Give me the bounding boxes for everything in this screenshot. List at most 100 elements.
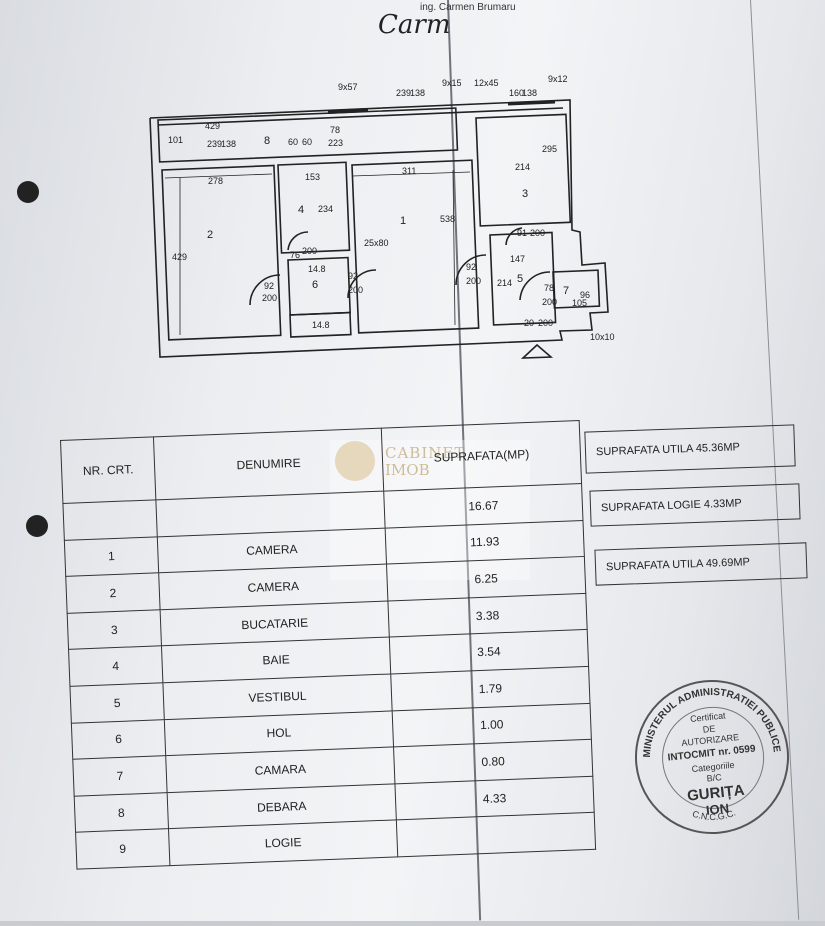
plan-outer-wall (149, 99, 609, 358)
plan-room-label: 3 (522, 188, 528, 200)
summary-logie: SUPRAFATA LOGIE 4.33MP (589, 483, 801, 527)
plan-dimension: 429 (172, 252, 187, 262)
plan-dimension: 223 (328, 138, 343, 148)
plan-dimension: 160 (509, 88, 524, 98)
plan-room-3 (475, 113, 572, 227)
plan-room-7 (552, 269, 601, 309)
authorization-stamp: MINISTERUL ADMINISTRATIEI PUBLICE C.N.C.… (627, 672, 797, 842)
plan-entry-arrow (520, 343, 554, 359)
plan-dimension: 138 (221, 139, 236, 149)
plan-room-label: 7 (563, 285, 569, 297)
plan-dimension: 200 (262, 293, 277, 303)
plan-dimension: 92 (348, 271, 358, 281)
plan-room-2 (161, 164, 282, 341)
plan-dimension: 311 (402, 166, 416, 176)
cell-nr: 3 (67, 609, 162, 650)
stamp-ring: MINISTERUL ADMINISTRATIEI PUBLICE C.N.C.… (635, 680, 782, 825)
plan-dimension: 538 (440, 214, 455, 224)
col-header-denumire: DENUMIRE (153, 428, 384, 500)
plan-dimension: 9x15 (442, 78, 462, 88)
watermark-overlay (330, 440, 530, 580)
cell-nr: 1 (64, 536, 159, 577)
plan-dimension: 60 (288, 137, 298, 147)
plan-dimension: 200 (538, 318, 553, 328)
plan-dimension: 429 (205, 121, 220, 131)
plan-door-arc (519, 271, 551, 301)
plan-dimension: 214 (515, 162, 530, 172)
plan-dimension: 138 (522, 88, 537, 98)
plan-dimension: 138 (410, 88, 425, 98)
plan-dimension: 9x57 (338, 82, 358, 92)
col-header-suprafata: SUPRAFATA(MP) (381, 420, 582, 492)
plan-dimension: 78 (544, 283, 554, 293)
punch-hole (17, 181, 39, 203)
plan-room-label: 1 (400, 215, 406, 227)
plan-dimension: 76 (290, 250, 300, 260)
signature-name: ing. Carmen Brumaru (420, 2, 516, 13)
plan-room-8 (289, 311, 352, 338)
plan-room-label: 2 (207, 229, 213, 241)
plan-dimension: 147 (510, 254, 525, 264)
plan-inner-wall (157, 107, 564, 126)
plan-dimension-line (351, 171, 471, 177)
plan-dimension: 214 (497, 278, 512, 288)
cell-suprafata (396, 812, 596, 857)
watermark-logo-icon (335, 441, 375, 481)
plan-door-arc (455, 254, 487, 286)
cell-nr: 7 (72, 755, 168, 796)
plan-door-arc (505, 227, 523, 246)
plan-dimension: 92 (264, 281, 274, 291)
plan-dimension: 239 (207, 139, 222, 149)
plan-dimension: 96 (580, 290, 590, 300)
cell-nr: 8 (74, 792, 169, 833)
plan-door-arc (347, 269, 377, 299)
summary-util-total: SUPRAFATA UTILA 49.69MP (594, 542, 808, 586)
plan-dimension: 295 (542, 144, 557, 154)
plan-door-arc (249, 274, 281, 306)
plan-dimension: 12x45 (474, 78, 499, 88)
signature: Carm (378, 10, 451, 40)
plan-door-arc (287, 231, 309, 251)
plan-dimension-line (164, 173, 273, 179)
watermark-text: CABINET (385, 444, 466, 462)
plan-dimension: 200 (542, 297, 557, 307)
plan-dimension: 9x12 (548, 74, 568, 84)
plan-room-4 (277, 161, 351, 254)
plan-dimension: 200 (530, 228, 545, 238)
cell-nr: 9 (75, 828, 170, 870)
punch-hole (26, 515, 48, 537)
col-header-nr: NR. CRT. (60, 436, 156, 504)
plan-dimension: 200 (348, 285, 363, 295)
plan-loggia (157, 107, 459, 163)
cell-nr (62, 499, 158, 541)
plan-dimension: 239 (396, 88, 411, 98)
plan-dimension: 10x10 (590, 332, 615, 342)
plan-dimension: 60 (302, 137, 312, 147)
plan-dimension: 153 (305, 172, 320, 182)
plan-dimension: 14.8 (308, 264, 326, 274)
plan-room-1 (351, 159, 480, 334)
plan-dimension: 78 (330, 125, 340, 135)
plan-dimension: 91 (517, 228, 527, 238)
watermark-text: IMOB (385, 461, 430, 479)
cell-nr: 6 (71, 719, 166, 760)
plan-dimension: 20 (524, 318, 534, 328)
plan-dimension: 25x80 (364, 238, 389, 248)
plan-window (507, 100, 556, 106)
plan-dimension: 101 (168, 135, 183, 145)
plan-room-label: 8 (264, 135, 270, 147)
cell-nr: 5 (69, 682, 165, 723)
plan-window (327, 108, 369, 114)
summary-util: SUPRAFATA UTILA 45.36MP (584, 424, 796, 474)
plan-dimension: 92 (466, 262, 476, 272)
plan-dimension: 200 (302, 246, 317, 256)
plan-dimension: 278 (208, 176, 223, 186)
cell-nr: 4 (68, 646, 163, 687)
plan-room-label: 6 (312, 279, 318, 291)
plan-room-label: 4 (298, 204, 304, 216)
plan-dimension: 200 (466, 276, 481, 286)
